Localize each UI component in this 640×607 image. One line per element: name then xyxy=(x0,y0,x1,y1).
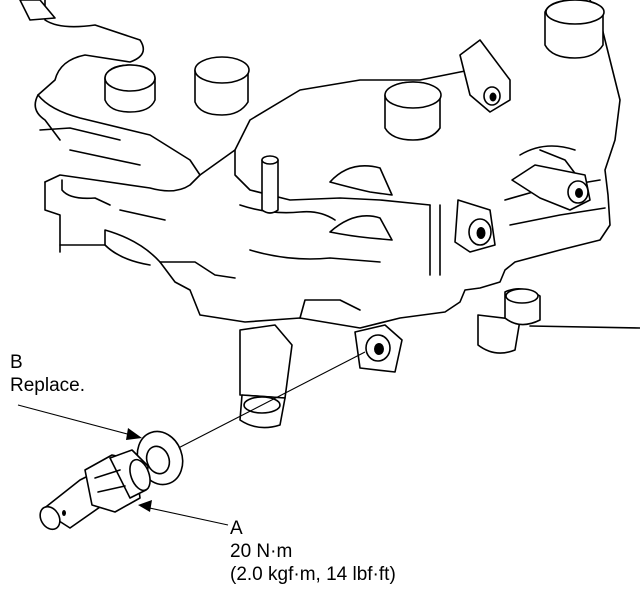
leader-arrow-b xyxy=(17,404,142,440)
callout-a-torque-alt: (2.0 kgf·m, 14 lbf·ft) xyxy=(230,564,396,585)
callout-a-letter: A xyxy=(230,518,243,539)
alignment-line xyxy=(154,351,366,461)
callout-a-torque: 20 N·m xyxy=(230,541,293,562)
leader-arrow-a xyxy=(138,500,229,526)
callout-b-letter: B xyxy=(10,352,23,373)
housing-ports xyxy=(239,288,640,429)
mounting-tabs xyxy=(19,0,591,253)
sensor-component xyxy=(39,449,151,531)
callout-b-note: Replace. xyxy=(10,375,85,396)
housing-bosses xyxy=(104,0,605,214)
transmission-housing xyxy=(34,0,621,329)
